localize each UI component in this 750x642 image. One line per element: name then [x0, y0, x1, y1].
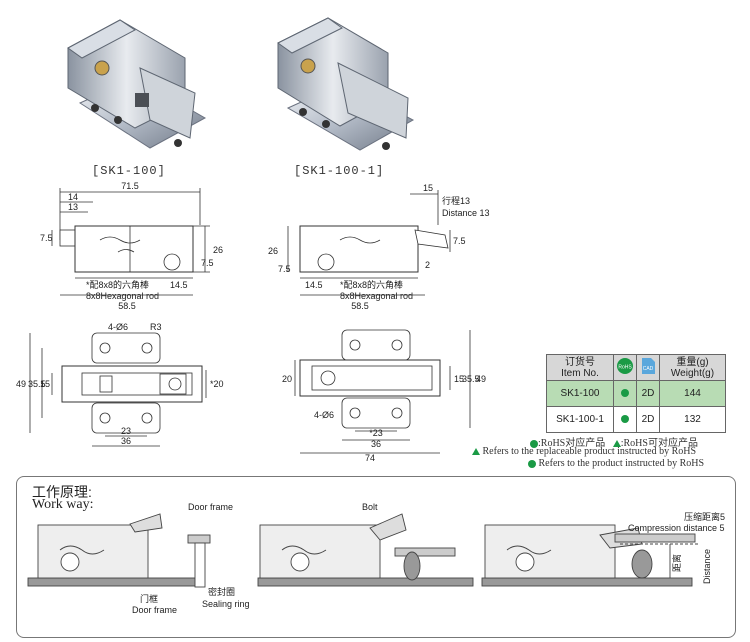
weight: 144 [659, 380, 726, 407]
dim-14-5: 14.5 [305, 280, 323, 290]
dim-14-5: 14.5 [170, 280, 188, 290]
door-frame-bottom-cn: 门框 [140, 593, 158, 604]
dim-23: *23 [369, 428, 383, 438]
col-item-cn: 订货号 [565, 356, 595, 368]
stroke-en: Distance 13 [442, 208, 490, 218]
rohs-dot-icon [528, 459, 536, 468]
dim-49: 49 [16, 379, 26, 389]
dim-15: 15 [423, 183, 433, 193]
photo-caption-right: [SK1-100-1] [294, 164, 385, 178]
door-frame-cn: 门框 [195, 500, 213, 501]
item-no: SK1-100-1 [546, 406, 614, 433]
bolt-en: Bolt [362, 502, 378, 512]
dim-7-5-right: 7.5 [201, 258, 214, 268]
bolt-cn: 锁舌 [362, 500, 380, 501]
spec-table-header: 订货号 Item No. RoHS CAD 重量(g) Weight(g) [546, 354, 726, 381]
dim-71-5: 71.5 [121, 181, 139, 191]
work-way-title-en: Work way: [32, 497, 94, 512]
rohs-dot-icon [530, 439, 538, 448]
dim-15: 15 [454, 374, 464, 384]
legend-line-tri: Refers to the replaceable product instru… [472, 446, 696, 457]
table-row: SK1-100-1 2D 132 [546, 406, 726, 433]
rohs-triangle-icon [472, 448, 480, 456]
dim-36: 36 [121, 436, 131, 446]
photo-caption-left: [SK1-100] [92, 164, 166, 178]
legend-tri-text: :RoHS可对应产品 [620, 438, 698, 449]
svg-text:RoHS: RoHS [618, 365, 632, 371]
dim-58-5: 58.5 [351, 301, 369, 311]
photo-sk1-100-1 [277, 17, 415, 151]
dim-23: 23 [121, 426, 131, 436]
cad-type: 2D [636, 380, 660, 407]
dim-74: 74 [365, 453, 375, 463]
compression-cn: 压缩距离5 [684, 511, 725, 522]
note-hex-rod-cn: *配8x8的六角棒 [86, 279, 149, 290]
weight: 132 [659, 406, 726, 433]
dim-14: 14 [68, 192, 78, 202]
dim-58-5: 58.5 [118, 301, 136, 311]
note-hex-rod-cn: *配8x8的六角棒 [340, 279, 403, 290]
col-weight-cn: 重量(g) [676, 356, 709, 368]
sealing-ring-cn: 密封圈 [208, 586, 235, 597]
cad-type: 2D [636, 406, 660, 433]
legend-line-dot: Refers to the product instructed by RoHS [528, 458, 704, 469]
table-row: SK1-100 2D 144 [546, 380, 726, 407]
col-weight-en: Weight(g) [670, 367, 715, 379]
door-frame-bottom-en: Door frame [132, 605, 177, 615]
dim-2: 2 [425, 260, 430, 270]
door-frame-en: Door frame [188, 502, 233, 512]
stroke-cn: 行程13 [442, 195, 470, 206]
note-hex-rod-en: 8x8Hexagonal rod [340, 291, 413, 301]
cad-icon: CAD [642, 358, 655, 374]
drawing-top-view-right: 20 15 35.5 49 4-Ø6 *23 36 74 [282, 329, 486, 463]
dim-35-5: 35.5 [28, 379, 46, 389]
spec-table: 订货号 Item No. RoHS CAD 重量(g) Weight(g) SK… [546, 354, 726, 433]
dim-49: 49 [476, 374, 486, 384]
drawing-side-view-left: 71.5 14 13 7.5 26 7.5 14.5 *配8x8的六角棒 8x8… [40, 181, 223, 311]
work-way-panel [16, 476, 736, 638]
legend-dot-text: :RoHS对应产品 [538, 438, 606, 449]
photo-sk1-100 [67, 19, 207, 149]
distance-en: Distance [702, 549, 712, 584]
drawing-side-view-right: 15 行程13 Distance 13 7.5 26 7.5 2 14.5 *配… [268, 183, 490, 311]
holes-4-d6: 4-Ø6 [314, 410, 334, 420]
dim-7-5-tip: 7.5 [453, 236, 466, 246]
sealing-ring-en: Sealing ring [202, 599, 250, 609]
holes-4-d6: 4-Ø6 [108, 322, 128, 332]
item-no: SK1-100 [546, 380, 614, 407]
drawing-top-view-left: 4-Ø6 R3 49 35.5 15 *20 23 36 [16, 322, 224, 447]
svg-text:CAD: CAD [643, 366, 654, 372]
rohs-dot-icon [621, 415, 629, 424]
note-hex-rod-en: 8x8Hexagonal rod [86, 291, 159, 301]
dim-7-5-left: 7.5 [40, 233, 53, 243]
dim-36: 36 [371, 439, 381, 449]
dim-20: 20 [282, 374, 292, 384]
dim-7-5: 7.5 [278, 264, 291, 274]
compression-en: Compression distance 5 [628, 523, 725, 533]
dim-13: 13 [68, 202, 78, 212]
rohs-icon: RoHS [617, 358, 633, 374]
distance-cn: 距离 [671, 554, 682, 572]
col-item-en: Item No. [561, 367, 599, 379]
dim-20: *20 [210, 379, 224, 389]
dim-26: 26 [268, 246, 278, 256]
work-way-diagram: 门框 Door frame 锁舌 Bolt 压缩距离5 Compression … [27, 500, 725, 615]
rohs-triangle-icon [612, 440, 621, 448]
dim-26: 26 [213, 245, 223, 255]
radius-r3: R3 [150, 322, 162, 332]
dim-15: 15 [40, 379, 50, 389]
dim-35-5: 35.5 [462, 374, 480, 384]
rohs-dot-icon [621, 389, 629, 398]
work-way-title-cn: 工作原理: [32, 484, 92, 500]
legend-symbols: :RoHS对应产品 :RoHS可对应产品 [530, 434, 698, 449]
